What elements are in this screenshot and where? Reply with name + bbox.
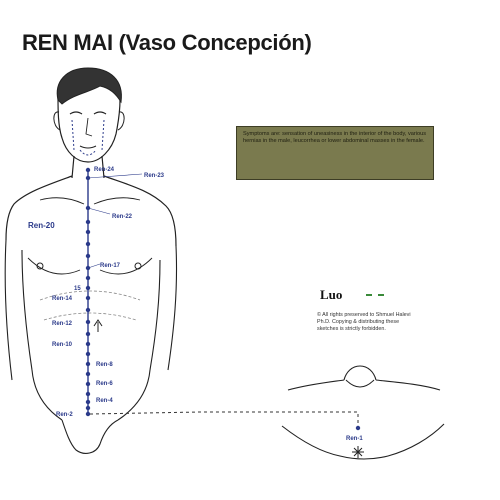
- left-ear: [53, 111, 61, 131]
- point-ren-24[interactable]: [85, 167, 91, 173]
- left-eye: [69, 111, 83, 115]
- label-ren-4: Ren-4: [96, 398, 113, 404]
- leader-lines: [87, 173, 143, 269]
- groin: [61, 419, 119, 454]
- symptoms-box: Symptoms are: sensation of uneasiness in…: [236, 126, 434, 180]
- right-ear: [117, 111, 125, 131]
- hair: [56, 67, 122, 105]
- label-ren-10: Ren-10: [52, 342, 73, 348]
- point-ren-5[interactable]: [85, 391, 91, 397]
- luo-legend-dash: [366, 294, 384, 296]
- point-ren-4[interactable]: [85, 399, 91, 405]
- nose: [85, 117, 93, 137]
- label-ren-20: Ren-20: [28, 221, 55, 230]
- label-ren-15: 15: [74, 286, 81, 292]
- point-ren-1[interactable]: [355, 425, 361, 431]
- label-ren-17: Ren-17: [100, 263, 121, 269]
- label-ren-1: Ren-1: [346, 436, 363, 442]
- luo-connector: [89, 411, 359, 424]
- perineum-curve: [345, 379, 375, 388]
- point-ren-20[interactable]: [85, 229, 91, 235]
- point-ren-13[interactable]: [85, 307, 91, 313]
- label-ren-24: Ren-24: [94, 167, 115, 173]
- point-ren-16[interactable]: [85, 275, 91, 281]
- label-ren-12: Ren-12: [52, 321, 73, 327]
- torso-outline: [5, 175, 177, 247]
- point-ren-10[interactable]: [85, 341, 91, 347]
- point-ren-2[interactable]: [85, 411, 91, 417]
- neck: [71, 155, 105, 179]
- point-ren-6[interactable]: [85, 381, 91, 387]
- luo-legend-label: Luo: [320, 287, 343, 302]
- point-ren-18[interactable]: [85, 253, 91, 259]
- page-title: REN MAI (Vaso Concepción): [22, 30, 312, 55]
- face-meridian: [71, 119, 105, 156]
- mouth: [79, 145, 97, 149]
- left-nipple: [36, 262, 44, 270]
- label-ren-14: Ren-14: [52, 296, 73, 302]
- navel-arrow: [93, 319, 103, 332]
- point-ren-19[interactable]: [85, 241, 91, 247]
- perineum-sketch: [281, 365, 445, 460]
- right-eye: [93, 111, 107, 115]
- right-nipple: [134, 262, 142, 270]
- waist: [31, 369, 151, 421]
- point-ren-15[interactable]: [85, 285, 91, 291]
- point-ren-21[interactable]: [85, 219, 91, 225]
- right-arm: [149, 245, 178, 371]
- point-ren-7[interactable]: [85, 371, 91, 377]
- chest-lines: [27, 257, 153, 275]
- label-ren-23: Ren-23: [144, 173, 165, 179]
- label-ren-22: Ren-22: [112, 214, 133, 220]
- point-ren-3[interactable]: [85, 405, 91, 411]
- label-ren-6: Ren-6: [96, 381, 113, 387]
- anus-star-icon: [352, 446, 364, 458]
- label-ren-8: Ren-8: [96, 362, 113, 368]
- left-arm: [4, 239, 33, 381]
- collarbones: [39, 197, 141, 205]
- point-ren-12[interactable]: [85, 319, 91, 325]
- label-ren-2: Ren-2: [56, 412, 73, 418]
- copyright-note: © All rights preserved to Shmuel Halevi …: [317, 312, 411, 332]
- point-ren-11[interactable]: [85, 331, 91, 337]
- rib-arcs: [39, 290, 141, 321]
- point-ren-8[interactable]: [85, 361, 91, 367]
- point-ren-9[interactable]: [85, 351, 91, 357]
- point-ren-14[interactable]: [85, 295, 91, 301]
